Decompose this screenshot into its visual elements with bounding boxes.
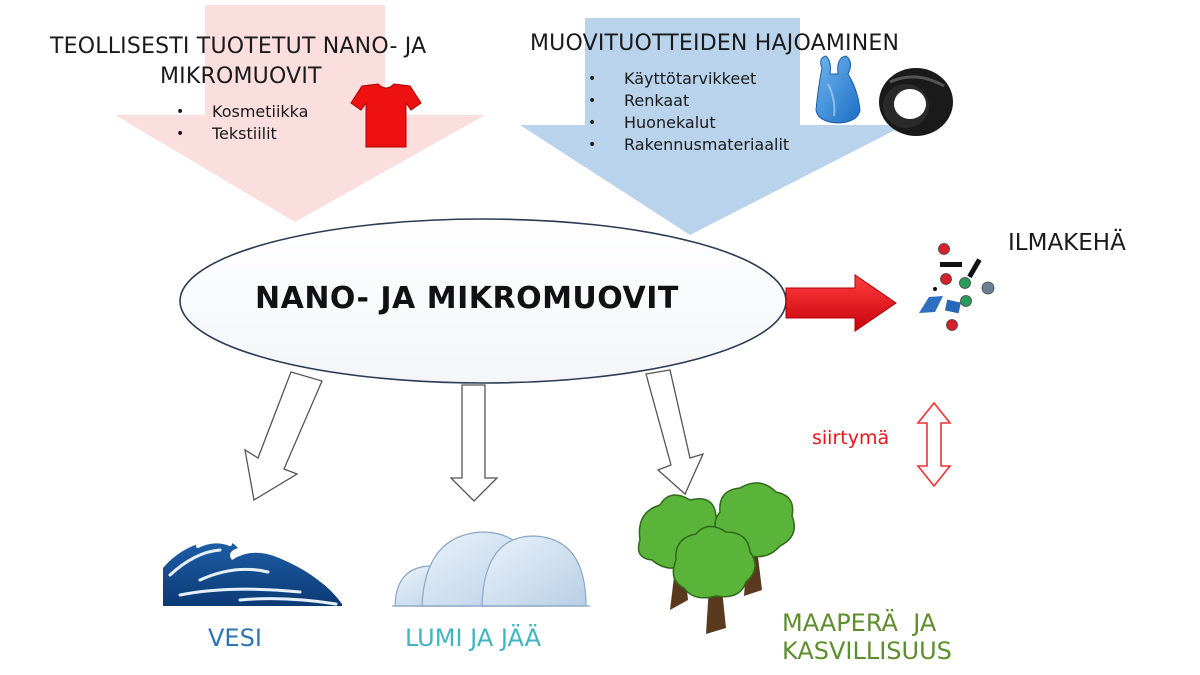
water-label: VESI	[208, 624, 262, 652]
tire-icon	[879, 68, 953, 136]
list-item: Renkaat	[588, 90, 789, 112]
soil-arrow	[645, 369, 705, 496]
list-item: Rakennusmateriaalit	[588, 134, 789, 156]
particles-icon	[919, 243, 995, 331]
snow-arrow	[449, 384, 499, 502]
list-item: Huonekalut	[588, 112, 789, 134]
transfer-label: siirtymä	[812, 427, 890, 449]
atmosphere-label: ILMAKEHÄ	[1008, 230, 1126, 256]
list-item: Käyttötarvikkeet	[588, 68, 789, 90]
industrial-title-line1: TEOLLISESTI TUOTETUT NANO- JA	[50, 34, 427, 59]
soil-label-line1: MAAPERÄ JA	[782, 609, 937, 637]
trees-icon	[637, 482, 795, 634]
degradation-title: MUOVITUOTTEIDEN HAJOAMINEN	[530, 31, 900, 56]
industrial-title-line2: MIKROMUOVIT	[160, 64, 322, 89]
degradation-items-list: Käyttötarvikkeet Renkaat Huonekalut Rake…	[588, 68, 789, 156]
shirt-icon	[350, 83, 422, 148]
list-item: Tekstiilit	[176, 123, 308, 145]
wave-icon	[163, 539, 342, 606]
plastic-bag-icon	[815, 55, 861, 124]
snow-ice-label: LUMI JA JÄÄ	[405, 624, 542, 652]
list-item: Kosmetiikka	[176, 101, 308, 123]
atmosphere-arrow	[785, 274, 897, 332]
industrial-items-list: Kosmetiikka Tekstiilit	[176, 101, 308, 145]
soil-label-line2: KASVILLISUUS	[782, 637, 952, 665]
transfer-double-arrow	[916, 401, 952, 488]
igloo-icon	[392, 531, 590, 607]
center-label: NANO- JA MIKROMUOVIT	[255, 281, 679, 316]
water-arrow	[244, 371, 323, 502]
